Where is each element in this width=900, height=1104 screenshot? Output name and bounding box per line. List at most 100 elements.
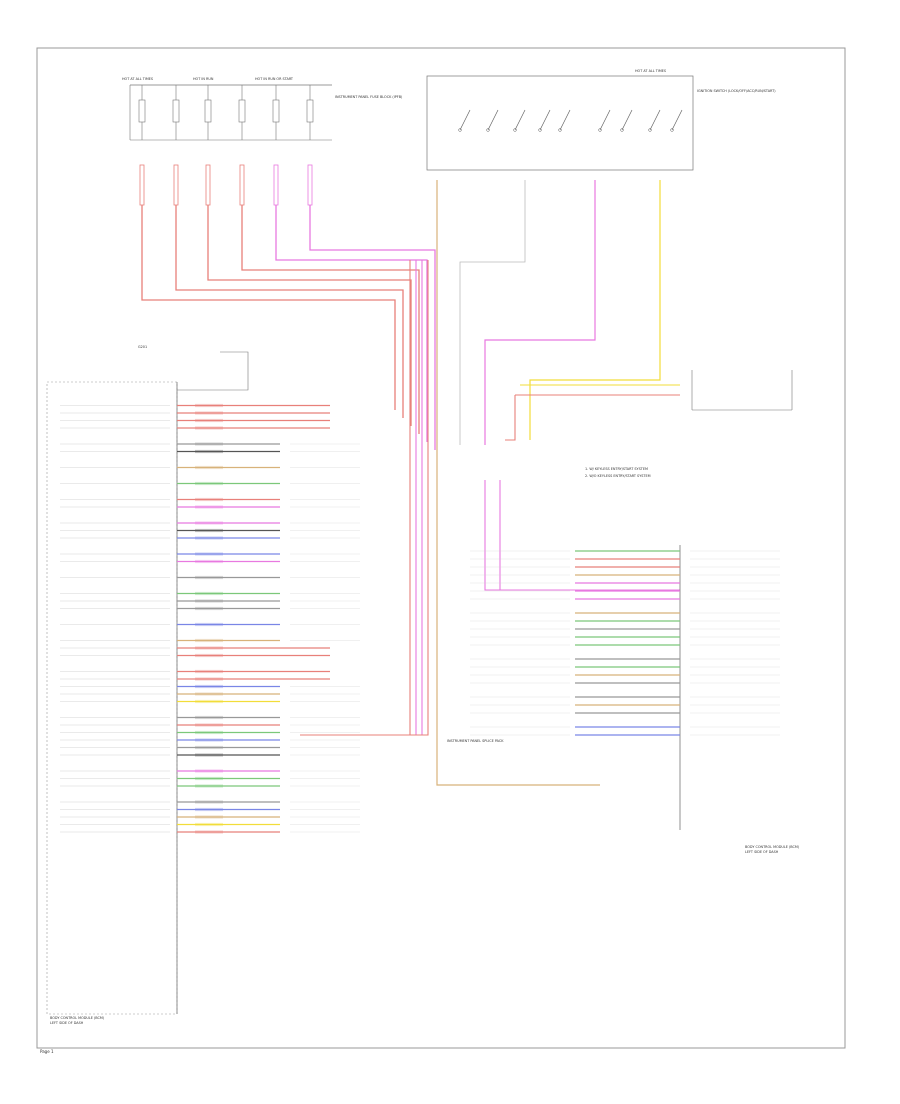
wire-color-tag <box>195 669 223 674</box>
fuse-label-1: HOT AT ALL TIMES <box>122 77 153 81</box>
junction-label: INSTRUMENT PANEL SPLICE PACK <box>447 739 504 743</box>
fuse-block-description: INSTRUMENT PANEL FUSE BLOCK (IPFB) <box>335 95 403 99</box>
wire-trace <box>529 180 661 440</box>
wire-connector <box>239 164 245 206</box>
note-1: 1. W/ KEYLESS ENTRY/START SYSTEM <box>585 467 648 471</box>
wire-color-tag <box>195 521 223 525</box>
ignition-switch-block: HOT AT ALL TIMES IGNITION SWITCH (LOCK/O… <box>426 69 776 171</box>
wire-color-tag <box>195 536 223 540</box>
wire-color-tag <box>195 753 223 757</box>
wire-color-tag <box>195 442 223 446</box>
left-module: BODY CONTROL MODULE (BCM) LEFT SIDE OF D… <box>46 345 360 1025</box>
wire-connector <box>273 164 279 206</box>
fuse-symbol <box>138 99 146 123</box>
fuse-block: HOT AT ALL TIMES HOT IN RUN HOT IN RUN O… <box>122 77 403 141</box>
wire-trace <box>459 180 526 445</box>
wire-color-tag <box>195 776 223 781</box>
wire-trace <box>175 165 404 418</box>
wire-color-tag <box>195 800 223 804</box>
switch-contact <box>559 109 571 131</box>
wire-trace <box>141 165 396 410</box>
wire-connector <box>139 164 145 206</box>
switch-contact <box>539 109 551 131</box>
ground-label: G201 <box>138 345 147 349</box>
fuse-symbol <box>172 99 180 123</box>
wire-color-tag <box>195 692 223 696</box>
switch-terminal <box>538 128 542 132</box>
wire-color-tag <box>195 403 223 408</box>
switch-terminal <box>458 128 462 132</box>
wire-color-tag <box>195 638 223 643</box>
wire-color-tag <box>195 738 223 742</box>
wire-trace <box>309 165 436 450</box>
wire-color-tag <box>195 481 223 486</box>
wire-color-tag <box>195 591 223 596</box>
page-border <box>36 47 846 1049</box>
wire-trace <box>505 395 516 441</box>
switch-terminal <box>486 128 490 132</box>
fuse-symbol <box>272 99 280 123</box>
wire-trace <box>484 480 680 591</box>
switch-terminal <box>620 128 624 132</box>
switch-description: IGNITION SWITCH (LOCK/OFF/ACC/RUN/START) <box>697 89 776 93</box>
switch-terminal <box>648 128 652 132</box>
page-corner-label: Page 1 <box>40 1049 54 1054</box>
wire-color-tag <box>195 606 223 611</box>
wire-color-tag <box>195 559 223 564</box>
wire-color-tag <box>195 677 223 681</box>
wire-connector <box>205 164 211 206</box>
switch-top-label: HOT AT ALL TIMES <box>635 69 666 73</box>
wire-trace <box>300 260 411 736</box>
right-module-subtitle: LEFT SIDE OF DASH <box>745 850 779 854</box>
wire-color-tag <box>195 575 223 580</box>
wire-color-tag <box>195 599 223 603</box>
wire-trace <box>436 180 600 786</box>
right-module: BODY CONTROL MODULE (BCM) LEFT SIDE OF D… <box>470 545 800 854</box>
wire-color-tag <box>195 807 223 812</box>
wire-connector <box>173 164 179 206</box>
wire-color-tag <box>195 769 223 773</box>
wire-color-tag <box>195 411 223 415</box>
wire-color-tag <box>195 552 223 556</box>
wire-color-tag <box>195 784 223 788</box>
wire-trace <box>484 180 596 445</box>
switch-terminal <box>558 128 562 132</box>
switch-contact <box>599 109 611 131</box>
wire-color-tag <box>195 684 223 689</box>
wire-runs <box>139 164 680 786</box>
wire-trace <box>300 260 417 736</box>
wire-color-tag <box>195 653 223 658</box>
fuse-label-2: HOT IN RUN <box>193 77 214 81</box>
wire-color-tag <box>195 622 223 627</box>
switch-terminal <box>598 128 602 132</box>
ground-wire <box>177 351 249 391</box>
wire-color-tag <box>195 505 223 509</box>
fuse-symbol <box>238 99 246 123</box>
switch-contact <box>459 109 471 131</box>
wire-trace <box>275 165 428 442</box>
wire-color-tag <box>195 745 223 750</box>
wire-trace <box>300 260 423 736</box>
wire-color-tag <box>195 723 223 727</box>
fuse-symbol <box>204 99 212 123</box>
switch-terminal <box>513 128 517 132</box>
right-connector <box>691 370 793 411</box>
wire-color-tag <box>195 815 223 819</box>
note-2: 2. W/O KEYLESS ENTRY/START SYSTEM <box>585 474 651 478</box>
wire-color-tag <box>195 497 223 502</box>
switch-contact <box>649 109 661 131</box>
wire-color-tag <box>195 822 223 827</box>
wire-color-tag <box>195 426 223 430</box>
wire-trace <box>300 260 429 736</box>
wire-color-tag <box>195 646 223 650</box>
wire-trace <box>241 165 420 434</box>
switch-contact <box>671 109 683 131</box>
wire-trace <box>207 165 412 426</box>
wire-color-tag <box>195 830 223 834</box>
wire-color-tag <box>195 699 223 704</box>
left-module-name: BODY CONTROL MODULE (BCM) <box>50 1016 105 1020</box>
right-module-name: BODY CONTROL MODULE (BCM) <box>745 845 800 849</box>
wire-color-tag <box>195 528 223 533</box>
fuse-symbol <box>306 99 314 123</box>
